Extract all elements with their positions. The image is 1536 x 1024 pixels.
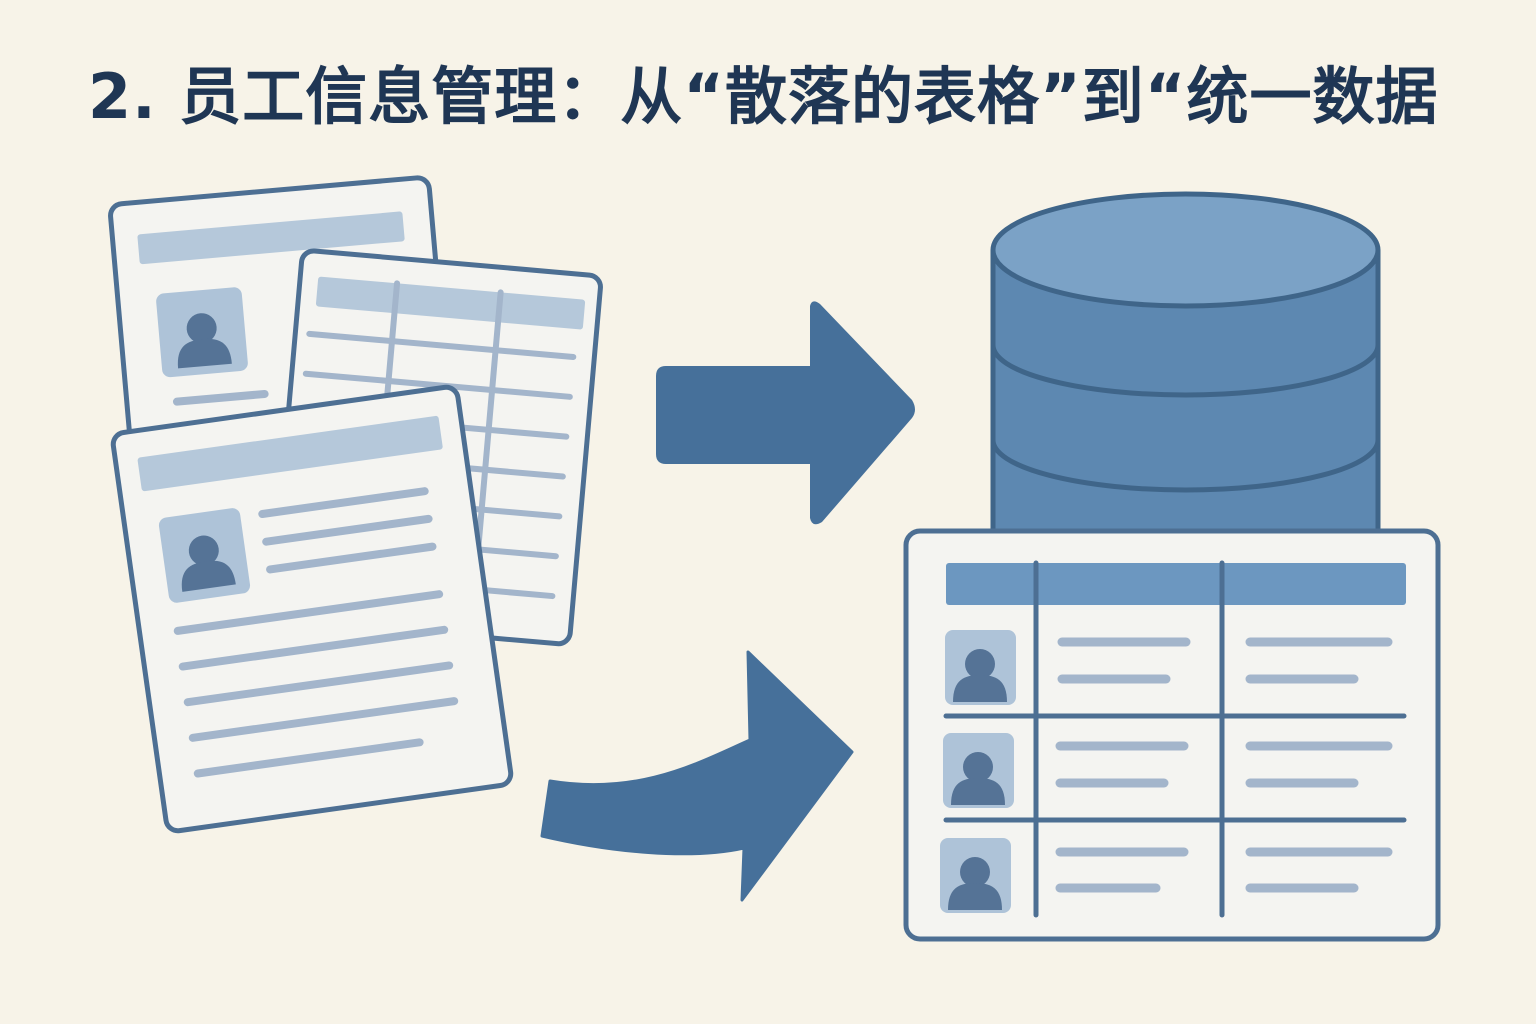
curved-arrow-icon	[540, 650, 854, 902]
front-profile-sheet	[110, 384, 514, 834]
paper-forms-icon	[108, 175, 603, 834]
employee-table-icon	[903, 528, 1441, 942]
page-title: 2. 员工信息管理：从“散落的表格”到“统一数据	[88, 60, 1439, 133]
database-cylinder-icon	[990, 191, 1381, 530]
arrow-right-icon	[656, 301, 915, 525]
table-row	[945, 630, 1393, 705]
table-row	[940, 838, 1393, 913]
table-row	[943, 733, 1393, 808]
